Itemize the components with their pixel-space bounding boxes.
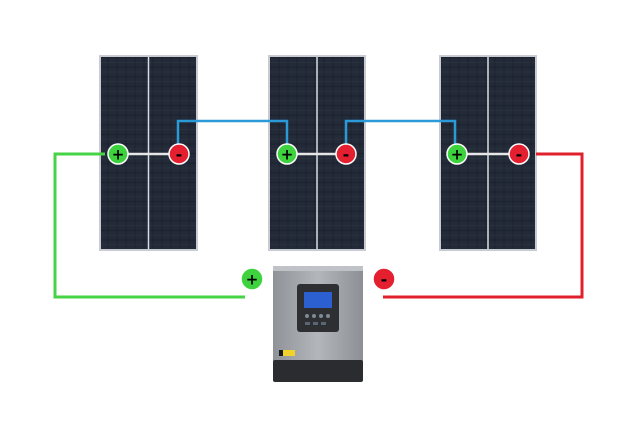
series-link-1	[176, 119, 289, 154]
inverter-positive-terminal: +	[240, 267, 264, 291]
negative-terminal-icon	[335, 143, 357, 165]
positive-terminal-icon	[107, 143, 129, 165]
positive-terminal-icon	[240, 267, 264, 291]
positive-terminal-icon	[446, 143, 468, 165]
negative-main-wire	[383, 152, 584, 299]
negative-terminal-icon	[168, 143, 190, 165]
panel-3-positive-terminal: +	[446, 143, 468, 165]
panel-2-positive-terminal: +	[276, 143, 298, 165]
minus-symbol: -	[516, 145, 523, 164]
minus-symbol: -	[381, 270, 388, 289]
panel-3-negative-terminal: -	[508, 143, 530, 165]
negative-terminal-icon	[372, 267, 396, 291]
solar-inverter-icon	[273, 266, 363, 382]
warning-label-icon	[279, 350, 295, 356]
panel-1-positive-terminal: +	[107, 143, 129, 165]
minus-symbol: -	[176, 145, 183, 164]
panel-1-negative-terminal: -	[168, 143, 190, 165]
inverter-negative-terminal: -	[372, 267, 396, 291]
plus-symbol: +	[112, 146, 125, 164]
minus-symbol: -	[343, 145, 350, 164]
negative-terminal-icon	[508, 143, 530, 165]
series-link-2	[344, 119, 457, 154]
plus-symbol: +	[246, 271, 259, 289]
plus-symbol: +	[281, 146, 294, 164]
terminals: + - + - + - + -	[107, 143, 530, 291]
series-link-wires	[176, 119, 457, 154]
positive-main-wire	[53, 152, 245, 299]
positive-terminal-icon	[276, 143, 298, 165]
plus-symbol: +	[451, 146, 464, 164]
panel-2-negative-terminal: -	[335, 143, 357, 165]
